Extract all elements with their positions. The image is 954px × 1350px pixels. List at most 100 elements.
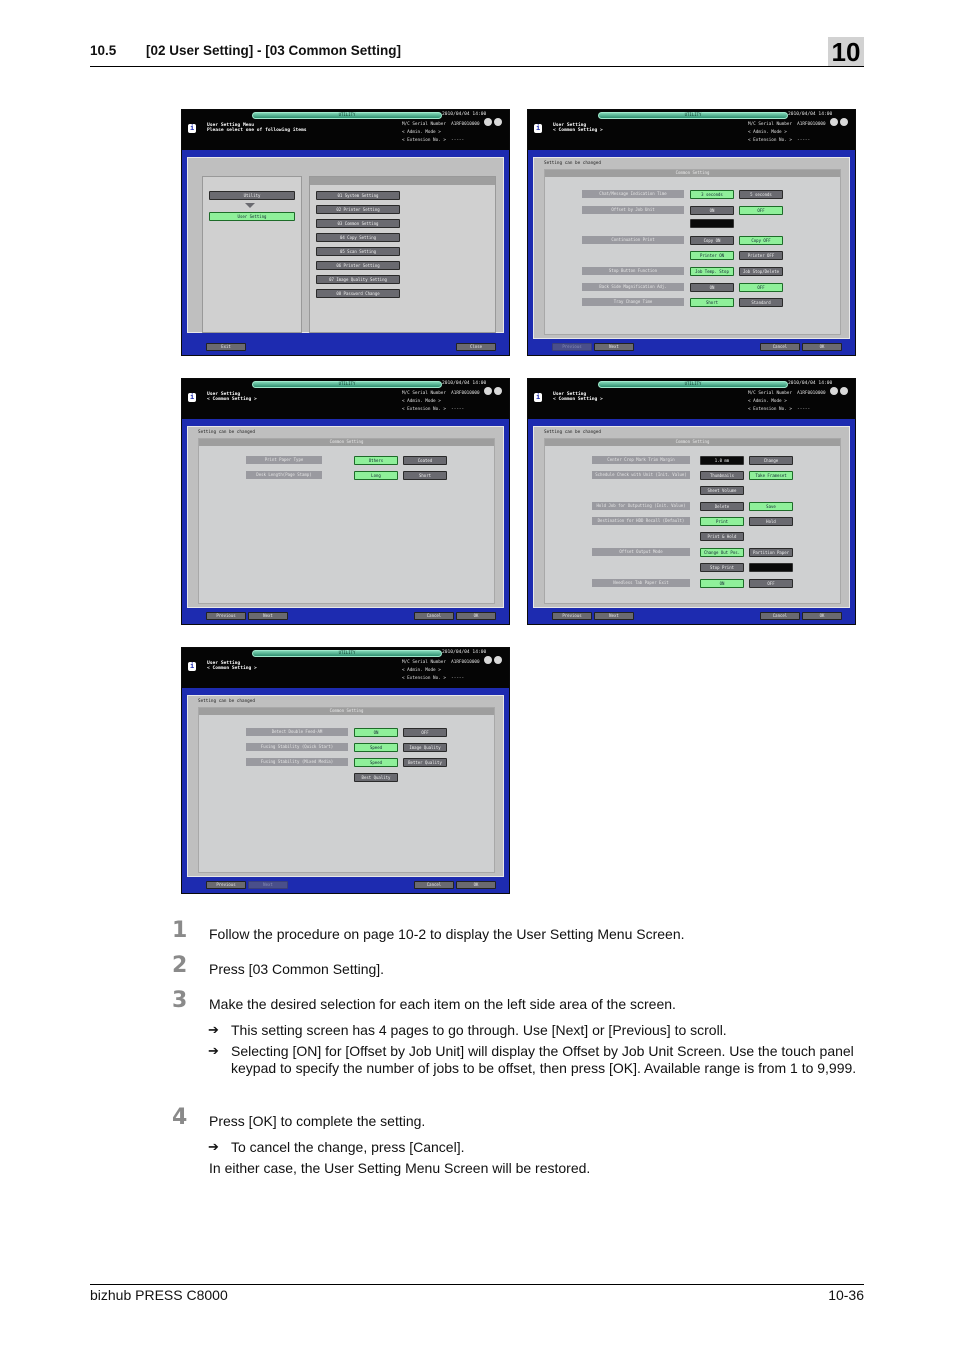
option-button[interactable]: Best Quality [354,773,398,782]
close-button[interactable]: Close [456,343,496,351]
info-icon [534,393,542,402]
option-button[interactable]: Stop Print [700,563,744,572]
previous-button[interactable]: Previous [552,612,592,620]
menu-item-04[interactable]: 04 Copy Setting [316,233,400,242]
option-button[interactable]: Thumbnails [700,471,744,480]
menu-item-02[interactable]: 02 Printer Setting [316,205,400,214]
menu-item-01[interactable]: 01 System Setting [316,191,400,200]
datetime: 2010/04/04 14:00 [442,381,487,386]
previous-button[interactable]: Previous [206,612,246,620]
utility-label: UTILITY [338,650,356,655]
cancel-button[interactable]: Cancel [414,881,454,889]
option-button[interactable]: Better Quality [403,758,447,767]
next-button[interactable]: Next [248,881,288,889]
option-button[interactable]: Save [749,502,793,511]
previous-button[interactable]: Previous [206,881,246,889]
screen-titlebar: UTILITY 2010/04/04 14:00 User Setting < … [528,110,855,150]
option-button[interactable]: Printer ON [690,251,734,260]
menu-item-05[interactable]: 05 Scan Setting [316,247,400,256]
option-button[interactable]: OFF [403,728,447,737]
setting-label: Tray Change Time [582,298,684,306]
step-text: Make the desired selection for each item… [209,996,676,1012]
utility-button[interactable]: Utility [209,191,295,200]
ok-button[interactable]: OK [456,612,496,620]
footer-product: bizhub PRESS C8000 [90,1287,228,1303]
option-button[interactable]: Partition Paper [749,548,793,557]
previous-button[interactable]: Previous [552,343,592,351]
option-button[interactable]: OFF [739,206,783,215]
option-button[interactable]: Hold [749,517,793,526]
settings-title-bar: Common Setting [545,170,840,177]
setting-label: Print Paper Type [246,456,322,464]
option-button[interactable]: Sheet Volume [700,486,744,495]
option-button[interactable]: Print & Hold [700,532,744,541]
change-button[interactable]: Change [749,456,793,465]
option-button[interactable]: 3 seconds [690,190,734,199]
trim-margin-value[interactable]: 1.0 mm [700,456,744,465]
settings-title-bar: Common Setting [199,708,494,715]
settings-list: Common Setting Center Crop Mark Trim Mar… [544,438,841,604]
ok-button[interactable]: OK [456,881,496,889]
option-button[interactable]: Print [700,517,744,526]
option-button[interactable]: Short [403,471,447,480]
option-button[interactable]: OFF [739,283,783,292]
menu-left-pane: Utility User Setting [202,176,302,333]
menu-item-07[interactable]: 07 Image Quality Setting [316,275,400,284]
option-button[interactable]: Job Temp. Stop [690,267,734,276]
option-button[interactable]: ON [690,206,734,215]
menu-right-bar [310,177,495,185]
cancel-button[interactable]: Cancel [414,612,454,620]
option-button[interactable]: Copy OFF [739,236,783,245]
option-button[interactable]: Standard [739,298,783,307]
cancel-button[interactable]: Cancel [760,343,800,351]
next-button[interactable]: Next [594,343,634,351]
settings-panel: Setting can be changed Common Setting Pr… [187,426,504,608]
section-title: [02 User Setting] - [03 Common Setting] [146,43,402,58]
screen-bottom-bar: Previous Next Cancel OK [528,339,855,355]
arrow-right-icon: ➔ [208,1043,219,1058]
setting-label: Hold Job for Outputting (Init. Value) [592,502,690,510]
cancel-button[interactable]: Cancel [760,612,800,620]
option-button[interactable]: Delete [700,502,744,511]
offset-value-field[interactable] [690,219,734,228]
serial-info: M/C Serial Number A1RF0010000 < Admin. M… [748,391,826,412]
setting-label: Destination for HDD Recall (Default) [592,517,690,525]
status-icon [830,387,838,395]
option-button[interactable]: ON [354,728,398,737]
option-button[interactable]: 5 seconds [739,190,783,199]
exit-button[interactable]: Exit [206,343,246,351]
datetime: 2010/04/04 14:00 [788,381,833,386]
ok-button[interactable]: OK [802,343,842,351]
option-button[interactable]: Speed [354,743,398,752]
user-setting-button[interactable]: User Setting [209,212,295,221]
option-button[interactable]: Image Quality [403,743,447,752]
option-button[interactable]: Job Stop/Delete [739,267,783,276]
option-button[interactable]: Printer OFF [739,251,783,260]
option-button[interactable]: Long [354,471,398,480]
screen-titlebar: UTILITY 2010/04/04 14:00 User Setting < … [528,379,855,419]
option-button[interactable]: Change Out Pos. [700,548,744,557]
next-button[interactable]: Next [248,612,288,620]
menu-item-06[interactable]: 06 Printer Setting [316,261,400,270]
option-button[interactable]: Others [354,456,398,465]
option-button[interactable]: ON [700,579,744,588]
option-button[interactable]: Coated [403,456,447,465]
ok-button[interactable]: OK [802,612,842,620]
screenshot-common-setting-page4: UTILITY 2010/04/04 14:00 User Setting < … [181,647,510,894]
settings-list: Common Setting Chat/Message Indication T… [544,169,841,335]
option-button[interactable]: Speed [354,758,398,767]
option-button[interactable]: Copy ON [690,236,734,245]
next-button[interactable]: Next [594,612,634,620]
menu-item-08[interactable]: 08 Password Change [316,289,400,298]
menu-item-03[interactable]: 03 Common Setting [316,219,400,228]
step-number: 3 [172,988,188,1013]
option-button[interactable]: Short [690,298,734,307]
screenshot-user-setting-menu: UTILITY 2010/04/04 14:00 User Setting Me… [181,109,510,356]
option-button[interactable]: ON [690,283,734,292]
settings-panel: Setting can be changed Common Setting Ce… [533,426,850,608]
option-button[interactable]: Take Frameset [749,471,793,480]
info-icon [188,393,196,402]
setting-label: Desk Length(Page Stamp) [246,471,322,479]
option-button[interactable]: OFF [749,579,793,588]
help-icon [494,118,502,126]
